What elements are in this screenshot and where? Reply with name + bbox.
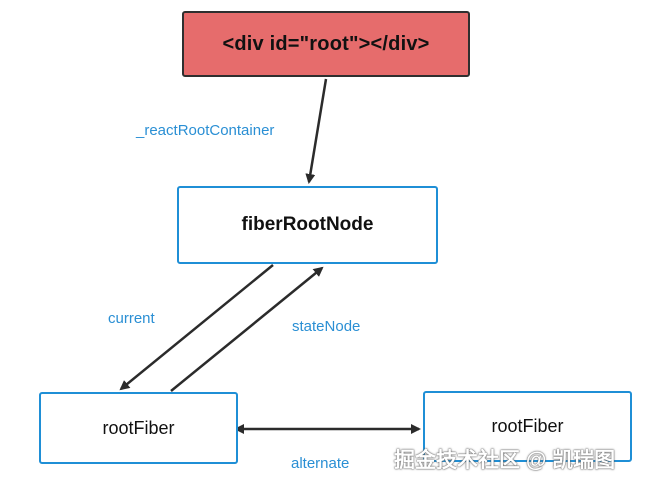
alternate-label: alternate — [291, 455, 350, 472]
root-fiber-alternate-node: rootFiber — [423, 391, 632, 462]
root-div-node: <div id="root"></div> — [182, 11, 470, 77]
fiber-root-node: fiberRootNode — [177, 186, 438, 264]
root-fiber-alternate-label: rootFiber — [491, 416, 564, 436]
root-fiber-current-label: rootFiber — [102, 417, 175, 438]
state-node-label: stateNode — [292, 318, 361, 335]
arrow-react-root-container — [305, 78, 328, 184]
react-root-container-label: _reactRootContainer — [136, 122, 275, 139]
current-label: current — [108, 310, 155, 327]
fiber-root-node-label: fiberRootNode — [241, 214, 374, 235]
arrow-state-node — [170, 266, 324, 392]
root-fiber-current-node: rootFiber — [39, 392, 238, 464]
root-div-label: <div id="root"></div> — [222, 32, 430, 55]
arrow-current — [119, 264, 274, 391]
watermark: 掘金技术社区 @ 凯瑞图 — [394, 449, 616, 472]
